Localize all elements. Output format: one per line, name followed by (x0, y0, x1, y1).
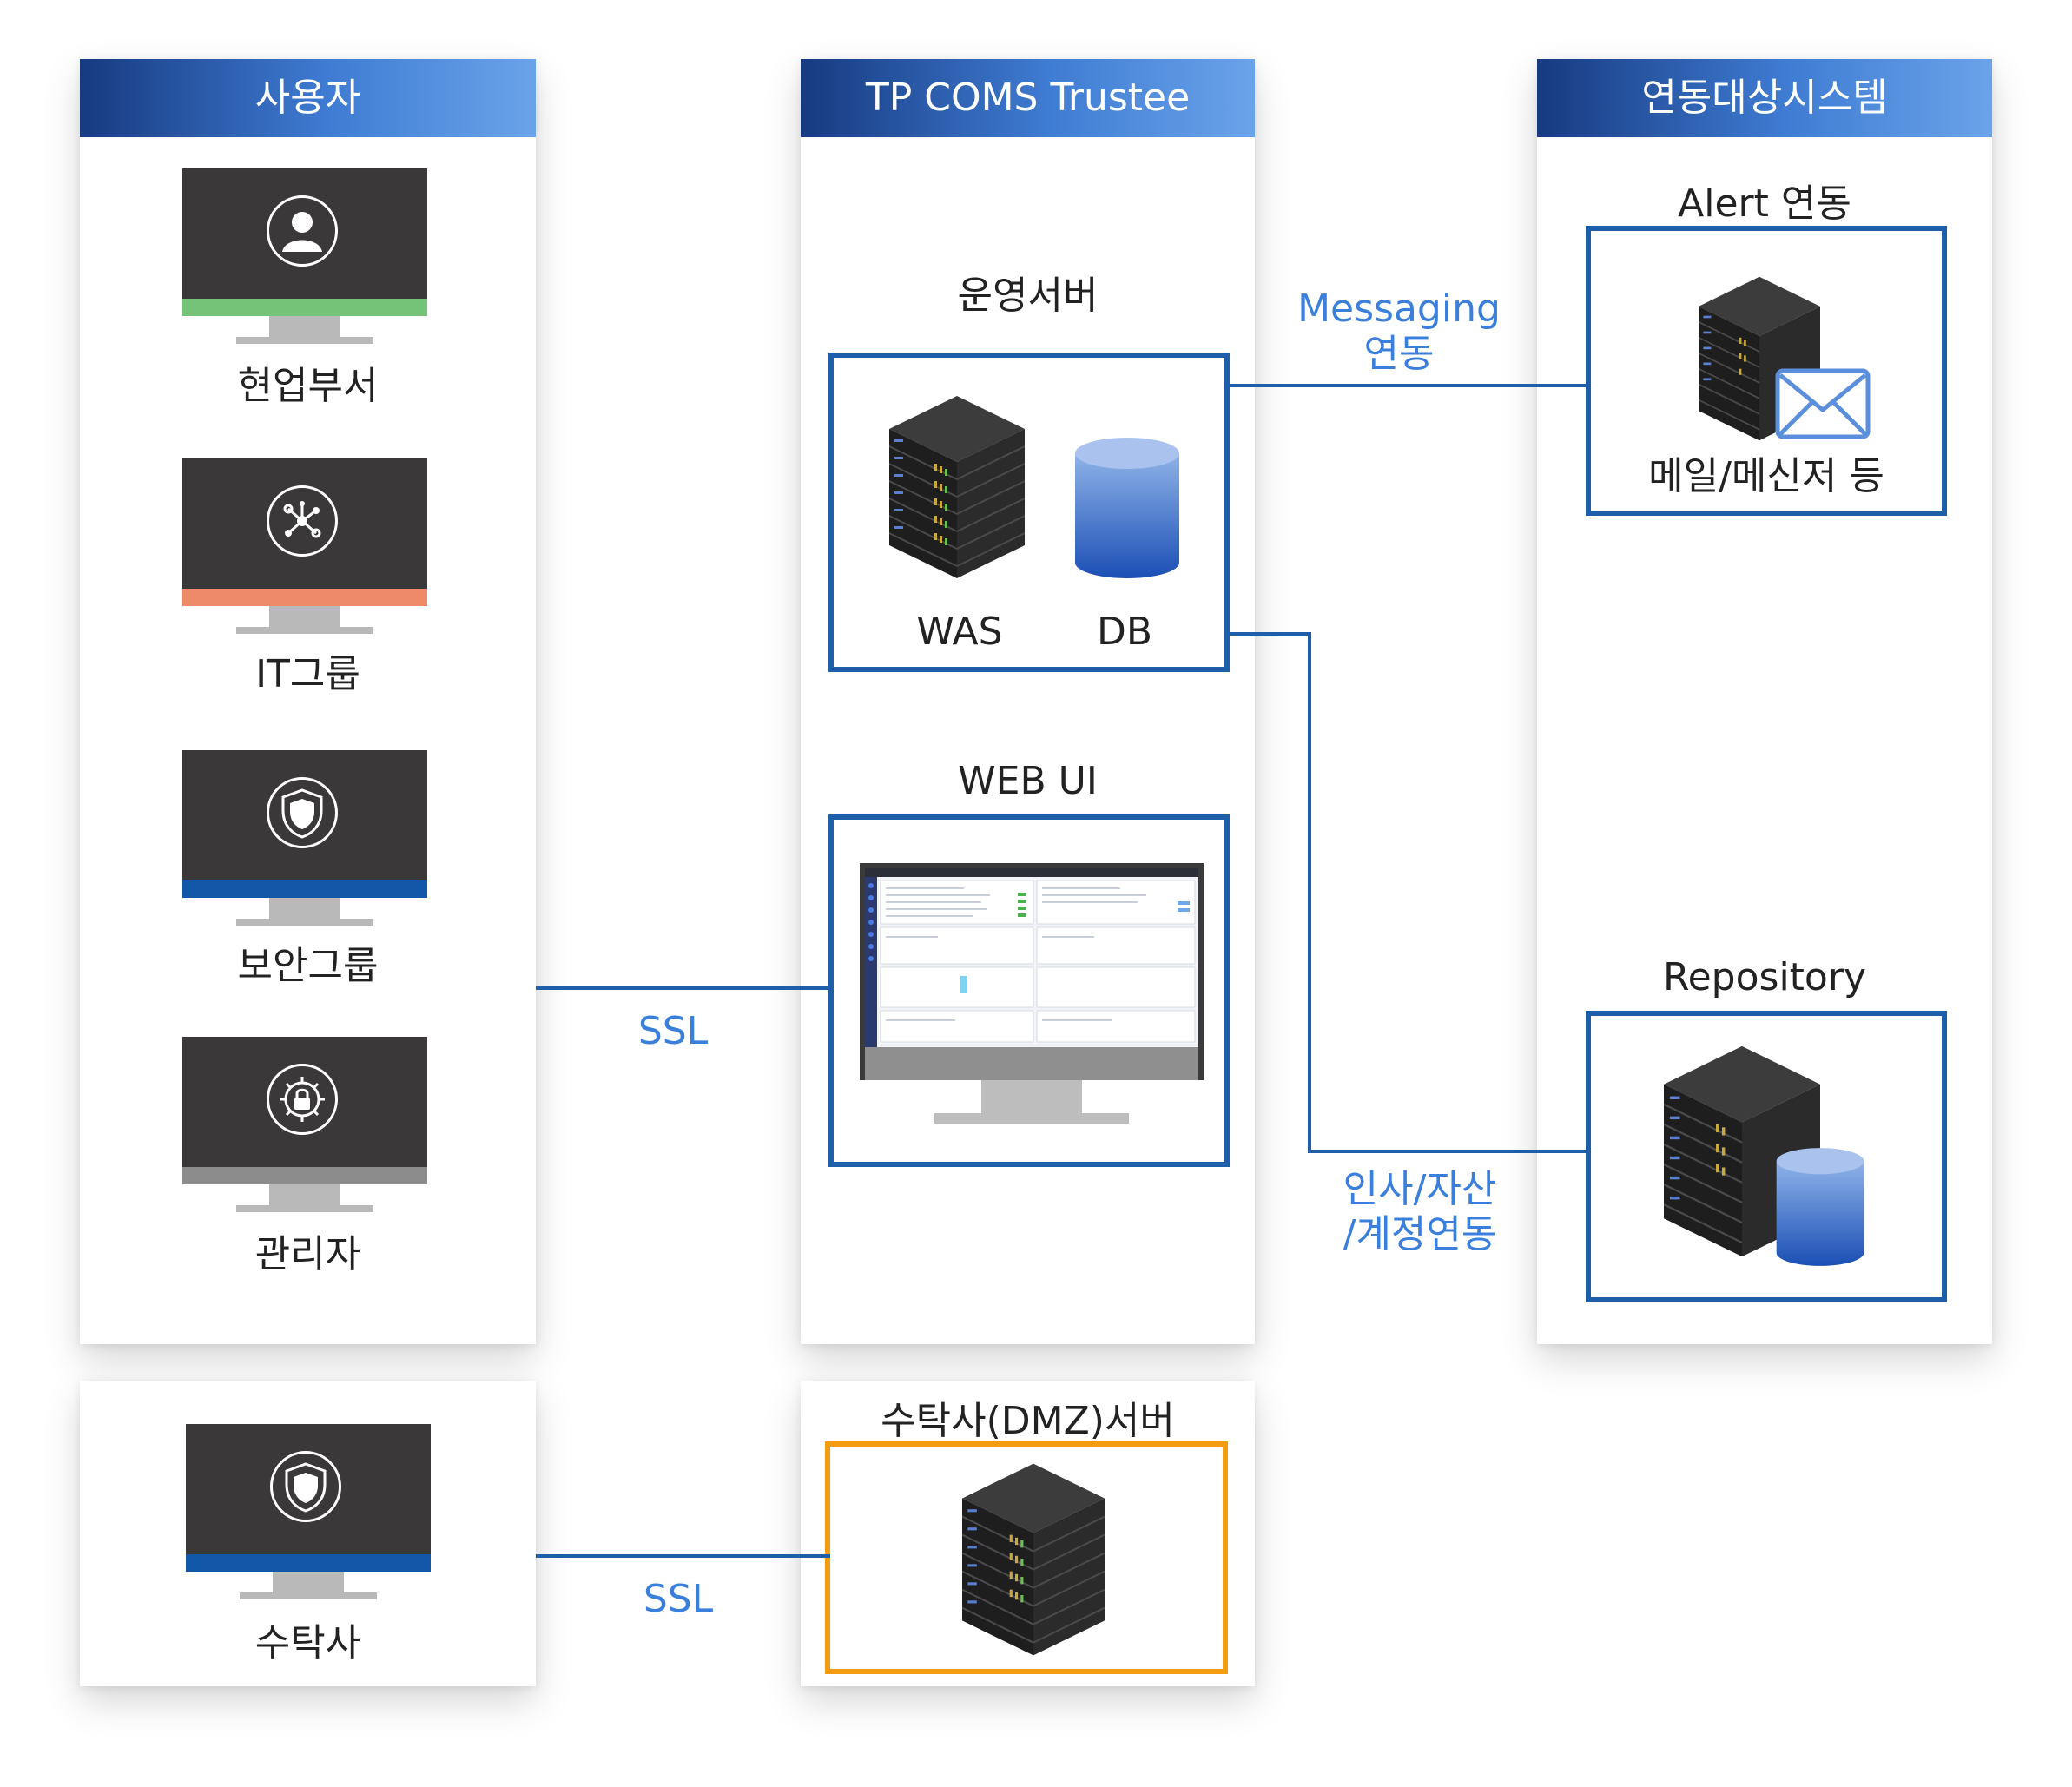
dmz-panel: 수탁사(DMZ)서버 (801, 1381, 1255, 1686)
shield-icon (267, 777, 338, 848)
contractor-panel: 수탁사 (80, 1381, 536, 1686)
user-icon (267, 195, 338, 267)
repository-box (1586, 1011, 1947, 1302)
hr-connector-segment-1 (1230, 632, 1311, 636)
trustee-panel: TP COMS Trustee 운영서버 (801, 59, 1255, 1344)
contractor-label: 수탁사 (254, 1621, 361, 1665)
alert-title: Alert 연동 (1678, 181, 1851, 226)
db-label: DB (1096, 610, 1153, 654)
dmz-server-box (825, 1441, 1228, 1674)
hr-label-line1: 인사/자산 (1343, 1167, 1497, 1211)
envelope-icon (1775, 368, 1871, 439)
hr-connector-segment-2 (1308, 632, 1311, 1153)
web-ui-box (828, 814, 1230, 1167)
gear-lock-icon (267, 1064, 338, 1135)
messaging-label: Messaging 연동 (1273, 287, 1525, 377)
user-label-security: 보안그룹 (237, 944, 379, 988)
user-monitor-it (182, 458, 427, 634)
ssl-connector-top (536, 986, 828, 990)
alert-box: 메일/메신저 등 (1586, 226, 1947, 516)
messaging-label-line1: Messaging (1297, 287, 1501, 331)
messaging-connector (1230, 384, 1591, 387)
was-label: WAS (916, 610, 1003, 654)
dashboard-monitor-icon (860, 863, 1204, 1124)
users-panel-header: 사용자 (80, 59, 536, 137)
ssl-label-bottom: SSL (643, 1577, 714, 1621)
dmz-title: 수탁사(DMZ)서버 (881, 1399, 1175, 1443)
systems-panel-header: 연동대상시스템 (1537, 59, 1992, 137)
ops-server-box: WAS DB (828, 353, 1230, 672)
shield-icon (270, 1451, 341, 1522)
database-icon (1075, 438, 1179, 578)
web-ui-title: WEB UI (958, 759, 1098, 803)
user-monitor-security (182, 750, 427, 926)
database-icon (1776, 1148, 1864, 1266)
server-rack-icon (962, 1463, 1105, 1656)
hr-label-line2: /계정연동 (1343, 1212, 1497, 1256)
ops-server-title: 운영서버 (957, 274, 1099, 318)
monitor-strip (182, 299, 427, 316)
user-monitor-business (182, 168, 427, 344)
users-panel: 사용자 현업부서 (80, 59, 536, 1344)
ssl-connector-bottom (536, 1554, 830, 1558)
systems-panel: 연동대상시스템 Alert 연동 메일/메신저 등 Repository (1537, 59, 1992, 1344)
network-icon (267, 485, 338, 557)
hr-label: 인사/자산 /계정연동 (1311, 1167, 1528, 1257)
user-monitor-admin (182, 1037, 427, 1212)
server-rack-icon (889, 396, 1025, 578)
alert-caption: 메일/메신저 등 (1648, 454, 1884, 498)
user-label-business: 현업부서 (237, 364, 379, 408)
repository-title: Repository (1663, 955, 1866, 999)
user-label-it: IT그룹 (255, 652, 360, 696)
user-label-admin: 관리자 (254, 1232, 361, 1276)
trustee-panel-header: TP COMS Trustee (801, 59, 1255, 137)
contractor-monitor (186, 1424, 431, 1599)
ssl-label-top: SSL (637, 1009, 709, 1053)
hr-connector-segment-3 (1308, 1150, 1591, 1153)
messaging-label-line2: 연동 (1363, 332, 1435, 376)
